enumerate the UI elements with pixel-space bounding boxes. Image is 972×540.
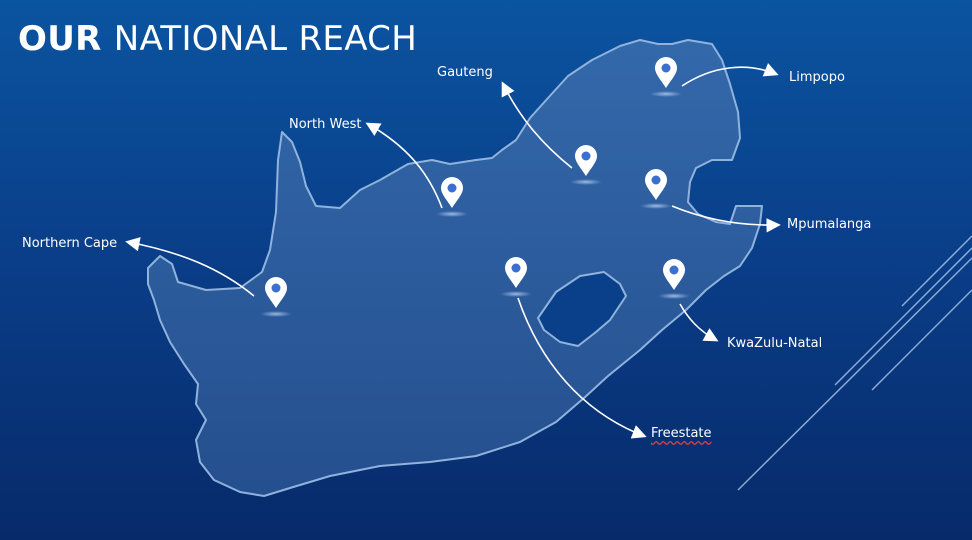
decorative-lines — [737, 235, 972, 491]
arrow-limpopo — [681, 63, 779, 87]
label-kwazulu-natal: KwaZulu-Natal — [727, 336, 823, 351]
arrow-northern-cape — [125, 237, 255, 297]
label-freestate: Freestate — [651, 426, 712, 441]
arrows — [125, 63, 781, 439]
pin-icon — [658, 259, 690, 299]
label-northern-cape: Northern Cape — [22, 236, 118, 251]
south-africa-map — [147, 39, 763, 497]
label-north-west: North West — [289, 117, 362, 132]
slide-title: OUR NATIONAL REACH — [18, 18, 417, 60]
map-pins — [260, 57, 690, 317]
arrow-gauteng — [501, 81, 573, 169]
lesotho-cutout — [537, 271, 627, 347]
pin-icon — [650, 57, 682, 97]
label-limpopo: Limpopo — [789, 70, 845, 85]
pin-icon — [640, 169, 672, 209]
pin-icon — [260, 277, 292, 317]
arrow-freestate — [517, 297, 647, 439]
arrow-north-west — [365, 122, 443, 209]
arrow-kwazulu-natal — [679, 303, 719, 342]
pin-icon — [500, 257, 532, 297]
label-mpumalanga: Mpumalanga — [787, 217, 872, 232]
title-bold-word: OUR — [18, 19, 102, 59]
pin-icon — [436, 177, 468, 217]
label-gauteng: Gauteng — [437, 65, 493, 80]
arrow-mpumalanga — [671, 205, 781, 233]
pin-icon — [570, 145, 602, 185]
title-rest: NATIONAL REACH — [113, 19, 418, 59]
